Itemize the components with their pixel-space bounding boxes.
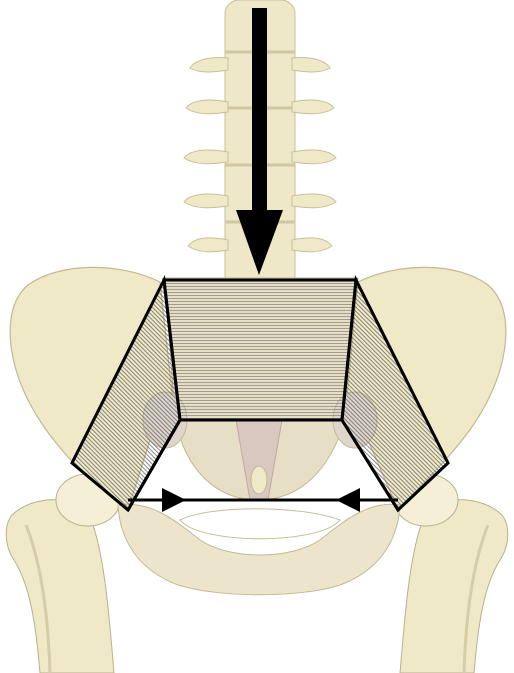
sacral-hatched-region [164, 280, 356, 420]
arrow-left-icon [336, 488, 360, 512]
load-arrow-shaft [252, 8, 267, 213]
left-femur [6, 474, 120, 673]
arrow-right-icon [162, 488, 186, 512]
right-femur [394, 474, 508, 673]
